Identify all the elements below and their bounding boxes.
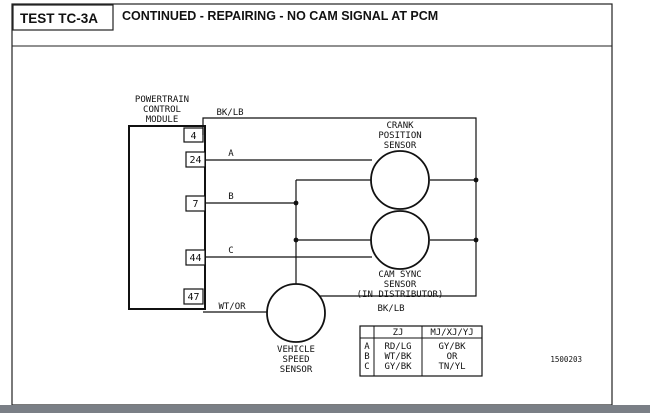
wire-label-b: B <box>228 192 233 202</box>
pin-label-24: 24 <box>189 155 201 166</box>
pin-label-44: 44 <box>189 253 201 264</box>
vehicle-speed-sensor <box>266 283 326 343</box>
pcm-pins: 4 24 7 44 47 <box>183 127 206 305</box>
cam-label-line-1: CAM SYNC <box>378 270 421 280</box>
wire-label-top: BK/LB <box>216 108 243 118</box>
pin-box-47 <box>183 288 204 305</box>
legend-key: B <box>364 352 369 362</box>
splice-b-cam <box>293 237 299 243</box>
pin-label-4: 4 <box>190 131 196 142</box>
pcm-label-line-2: CONTROL <box>143 105 181 115</box>
pcm-label-line-1: POWERTRAIN <box>135 95 189 105</box>
legend-zj-cell: RD/LG <box>384 342 411 352</box>
wire-label-a: A <box>228 149 234 159</box>
vss-label-line-1: VEHICLE <box>277 345 315 355</box>
crank-position-sensor <box>370 150 430 210</box>
pcm-label-line-3: MODULE <box>146 115 179 125</box>
cam-label-line-2: SENSOR <box>384 280 417 290</box>
bottom-bar <box>0 405 650 413</box>
wire-bk-lb-ground <box>202 117 477 297</box>
legend-key: A <box>364 342 370 352</box>
legend-header-zj: ZJ <box>393 328 404 338</box>
legend-key: C <box>364 362 369 372</box>
pin-label-7: 7 <box>192 199 198 210</box>
legend-mj-cell: TN/YL <box>438 362 465 372</box>
wire-label-wt-or: WT/OR <box>218 302 246 312</box>
pin-label-47: 47 <box>187 292 199 303</box>
splice-cam-ground <box>473 237 479 243</box>
legend-header-mj: MJ/XJ/YJ <box>430 328 473 338</box>
legend-zj-cell: WT/BK <box>384 352 412 362</box>
splice-points <box>293 177 479 243</box>
wire-label-bk-lb: BK/LB <box>377 304 404 314</box>
crank-label-line-1: CRANK <box>386 121 414 131</box>
page-title: CONTINUED - REPAIRING - NO CAM SIGNAL AT… <box>122 9 438 23</box>
wires <box>202 117 477 313</box>
crank-label-line-2: POSITION <box>378 131 421 141</box>
cam-label-line-3: (IN DISTRIBUTOR) <box>357 290 444 300</box>
wire-color-legend: ZJ MJ/XJ/YJ A RD/LG GY/BK B WT/BK OR C G… <box>359 325 483 377</box>
figure-number: 1500203 <box>550 355 582 364</box>
vss-label-line-2: SPEED <box>282 355 309 365</box>
splice-crank-ground <box>473 177 479 183</box>
test-id: TEST TC-3A <box>20 11 98 26</box>
vss-label-line-3: SENSOR <box>280 365 313 375</box>
splice-b <box>293 200 299 206</box>
legend-zj-cell: GY/BK <box>384 362 412 372</box>
wire-label-c: C <box>228 246 233 256</box>
crank-label-line-3: SENSOR <box>384 141 417 151</box>
cam-sync-sensor <box>370 210 430 270</box>
legend-mj-cell: OR <box>447 352 458 362</box>
legend-mj-cell: GY/BK <box>438 342 466 352</box>
legend-box <box>359 325 483 377</box>
test-id-box <box>12 4 114 31</box>
